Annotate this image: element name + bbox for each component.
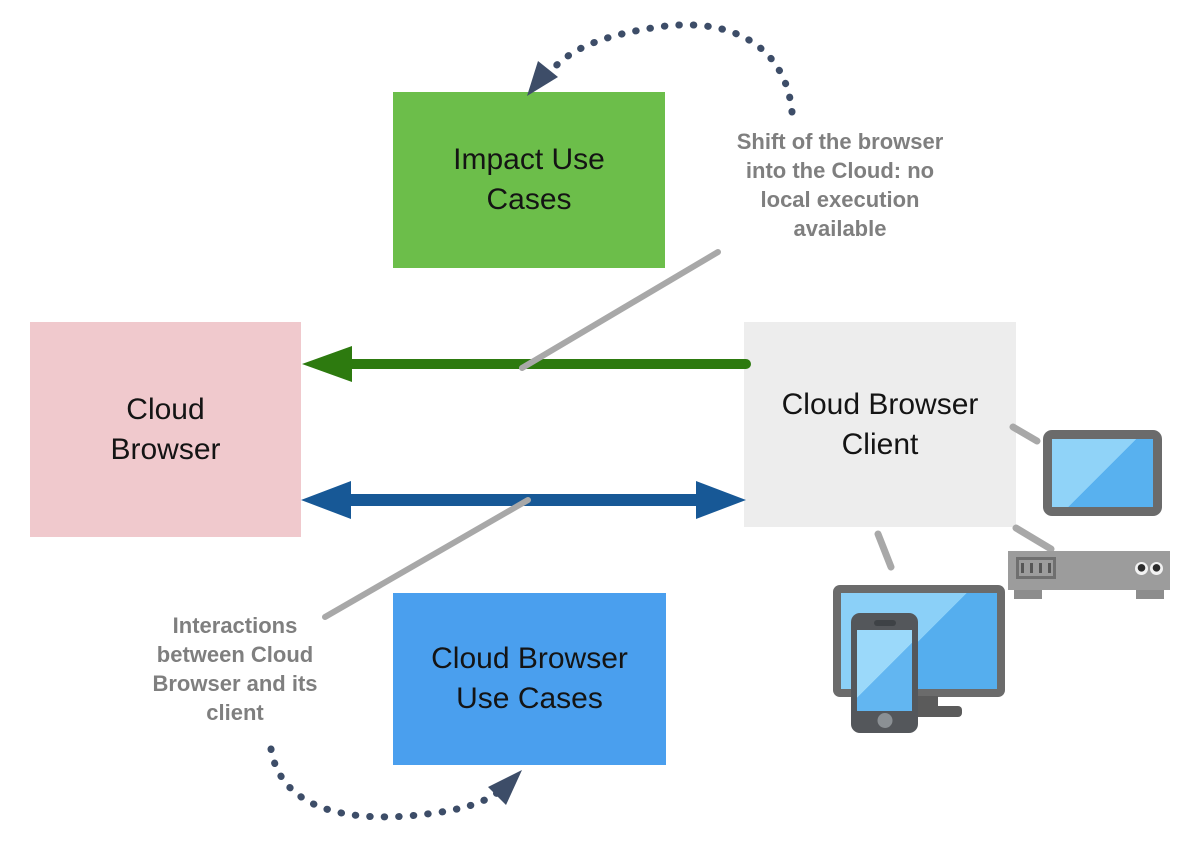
connector-client-receiver (1012, 524, 1055, 553)
receiver-icon (1008, 551, 1170, 599)
smartphone-home-button (877, 713, 892, 728)
node-impact-use-cases-label: Impact Use Cases (453, 143, 605, 216)
node-cloud-browser-label: Cloud Browser (110, 392, 221, 466)
annotation-shift-of-browser: Shift of the browser into the Cloud: no … (736, 129, 944, 241)
connector-client-tablet (1009, 423, 1041, 445)
receiver-foot (1014, 590, 1042, 599)
smartphone-screen (857, 630, 912, 711)
blue-double-arrow (301, 481, 746, 519)
green-arrow (302, 346, 751, 382)
monitor-stand-neck (916, 696, 938, 707)
dotted-arrowhead-top (527, 61, 558, 96)
tablet-screen (1052, 439, 1153, 507)
node-cloud-browser-use-cases-label: Cloud Browser Use Cases (431, 642, 628, 715)
receiver-foot (1136, 590, 1164, 599)
monitor-stand-base (916, 706, 962, 717)
green-arrowhead (302, 346, 352, 382)
receiver-display (1016, 557, 1056, 579)
leader-line-shift (519, 249, 721, 371)
node-cloud-browser: Cloud Browser (30, 322, 301, 537)
smartphone-speaker (873, 620, 896, 626)
blue-arrowhead-left (301, 481, 351, 519)
receiver-knob-icon (1135, 562, 1148, 575)
blue-arrowhead-right (696, 481, 746, 519)
node-impact-use-cases: Impact Use Cases (393, 92, 665, 268)
node-cloud-browser-client: Cloud Browser Client (744, 322, 1016, 527)
receiver-display-digits (1021, 563, 1051, 573)
dotted-arrowhead-bottom (488, 770, 522, 805)
node-cloud-browser-client-label: Cloud Browser Client (781, 387, 979, 461)
annotation-interactions: Interactions between Cloud Browser and i… (152, 613, 318, 725)
smartphone-icon (851, 613, 918, 733)
connector-client-monitor (874, 530, 895, 571)
tablet-icon (1043, 430, 1162, 516)
node-cloud-browser-use-cases: Cloud Browser Use Cases (393, 593, 666, 765)
receiver-knob-icon (1150, 562, 1163, 575)
